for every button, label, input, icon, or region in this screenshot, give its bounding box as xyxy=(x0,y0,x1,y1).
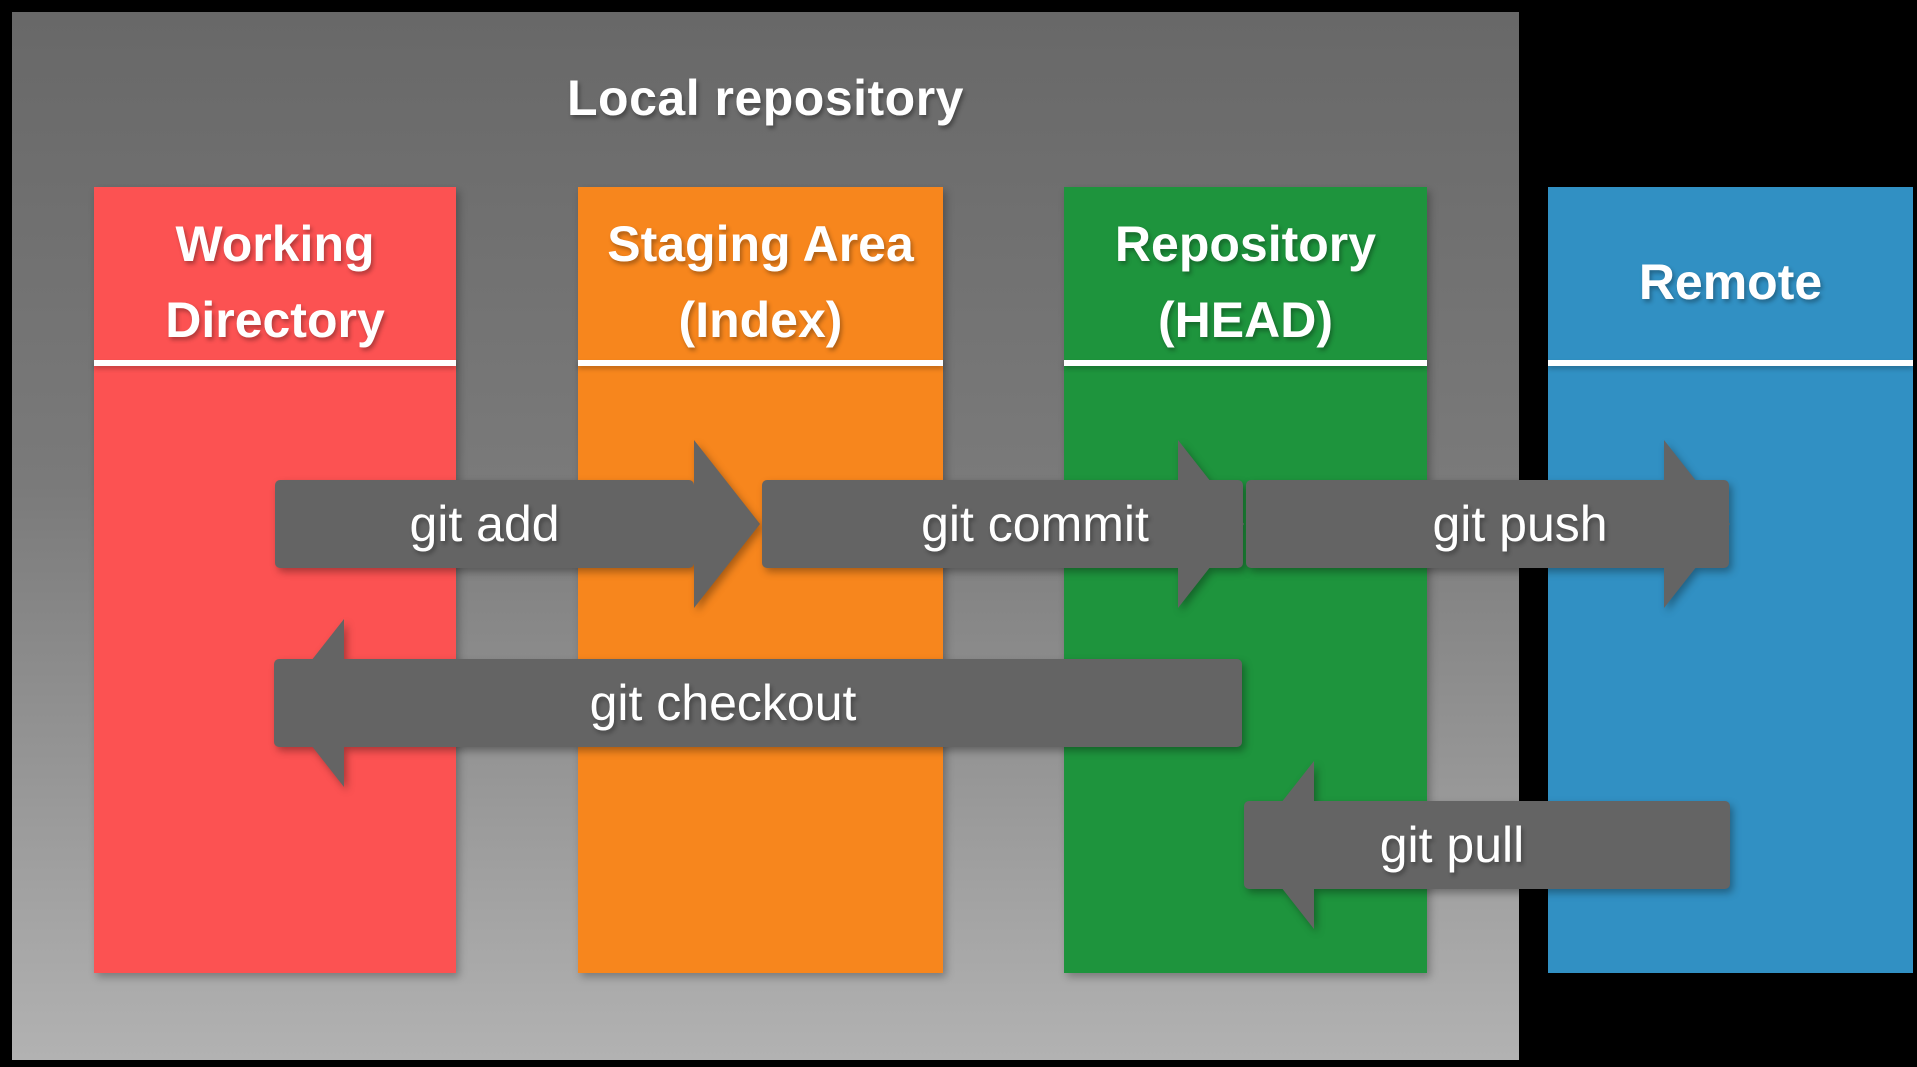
git-pull-label: git pull xyxy=(1244,801,1730,889)
repository-head-title-line1: Repository xyxy=(1114,215,1377,272)
git-push-arrowhead-icon xyxy=(1664,440,1730,608)
repository-head-title: Repository (HEAD) xyxy=(1064,187,1427,368)
git-checkout-arrow: git checkout xyxy=(274,619,1242,787)
working-directory-separator-line xyxy=(94,360,456,366)
working-directory-box: Working Directory xyxy=(94,187,456,973)
staging-area-box: Staging Area (Index) xyxy=(578,187,943,973)
working-directory-title-line2: Directory xyxy=(165,291,385,348)
staging-area-title: Staging Area (Index) xyxy=(578,187,943,368)
remote-title-line1: Remote xyxy=(1638,253,1823,310)
git-commit-arrowhead-icon xyxy=(1178,440,1244,608)
git-checkout-label: git checkout xyxy=(274,659,1242,747)
staging-area-title-line1: Staging Area xyxy=(607,215,914,272)
git-commit-arrow: git commit xyxy=(762,440,1244,608)
git-add-label: git add xyxy=(275,480,694,568)
working-directory-title-line1: Working xyxy=(175,215,375,272)
working-directory-title: Working Directory xyxy=(94,187,456,368)
staging-area-separator-line xyxy=(578,360,943,366)
remote-title: Remote xyxy=(1548,187,1913,368)
git-push-label: git push xyxy=(1246,480,1729,568)
repository-head-title-line2: (HEAD) xyxy=(1158,291,1333,348)
local-repository-title: Local repository xyxy=(567,70,964,126)
remote-separator-line xyxy=(1548,360,1913,366)
git-add-arrow: git add xyxy=(275,440,760,608)
staging-area-title-line2: (Index) xyxy=(678,291,843,348)
git-push-arrow: git push xyxy=(1246,440,1730,608)
git-pull-arrow: git pull xyxy=(1244,761,1730,929)
git-add-arrowhead-icon xyxy=(694,440,760,608)
repository-head-separator-line xyxy=(1064,360,1427,366)
git-commit-label: git commit xyxy=(762,480,1243,568)
